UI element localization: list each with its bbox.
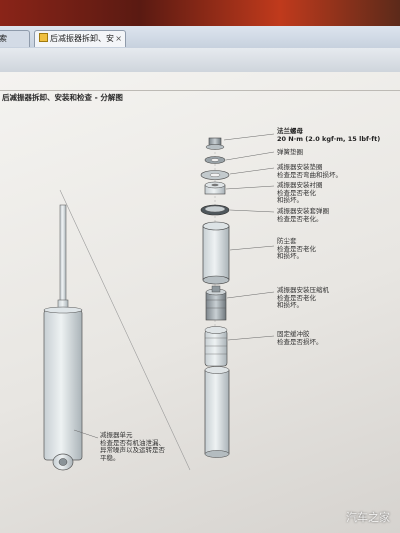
toolbar-band: [0, 48, 400, 72]
label-dust-cover: 防尘套 检查是否老化 和损坏。: [277, 237, 316, 261]
page-title: 后减振器拆卸、安装和检查 - 分解图: [2, 93, 123, 102]
page-icon: [39, 33, 48, 42]
damper-top: [43, 306, 83, 314]
label-flange-nut: 法兰螺母 20 N·m (2.0 kgf·m, 15 lbf·ft): [277, 127, 381, 143]
label-mount-cushion-2: 减振器安装压缩机 检查是否老化 和损坏。: [277, 286, 329, 310]
dust-cover-shape: [202, 225, 230, 281]
title-divider: [0, 90, 400, 91]
label-damper-unit: 减振器单元 检查是否有机油泄漏、 异常噪声以及运转是否 平稳。: [100, 431, 165, 462]
lower-tube-shape: [204, 369, 230, 455]
tab-label: 索: [0, 34, 7, 43]
damper-body: [43, 309, 83, 461]
leader-line: [73, 429, 99, 439]
browser-tab-1[interactable]: 索: [0, 30, 30, 47]
label-spring-washer: 弹簧垫圈: [277, 148, 303, 156]
label-mount-bushing: 减振器安装衬圈 检查是否老化 和损坏。: [277, 181, 323, 205]
mount-cushion-2-shape: [205, 291, 227, 321]
close-icon[interactable]: ×: [115, 34, 122, 43]
lower-eye-hole: [58, 458, 68, 466]
watermark-text: 汽车之家: [346, 511, 390, 524]
damper-unit-drawing: [43, 189, 191, 471]
photo-background-top: [0, 0, 400, 28]
guide-line: [59, 189, 191, 471]
exploded-parts: [200, 133, 275, 460]
label-mount-cushion: 减振器安装套弹圈 检查是否老化。: [277, 207, 329, 223]
browser-tab-bar: 索 后减振器拆卸、安 ×: [0, 26, 400, 49]
piston-rod: [59, 204, 67, 316]
label-mount-washer: 减振器安装垫圈 检查是否弯曲和损坏。: [277, 163, 342, 179]
browser-tab-2[interactable]: 后减振器拆卸、安 ×: [34, 30, 126, 47]
label-bump-stop: 固定缓冲胶 检查是否损坏。: [277, 330, 323, 346]
bump-stop-shape: [204, 329, 228, 367]
tab-label: 后减振器拆卸、安: [50, 34, 114, 43]
